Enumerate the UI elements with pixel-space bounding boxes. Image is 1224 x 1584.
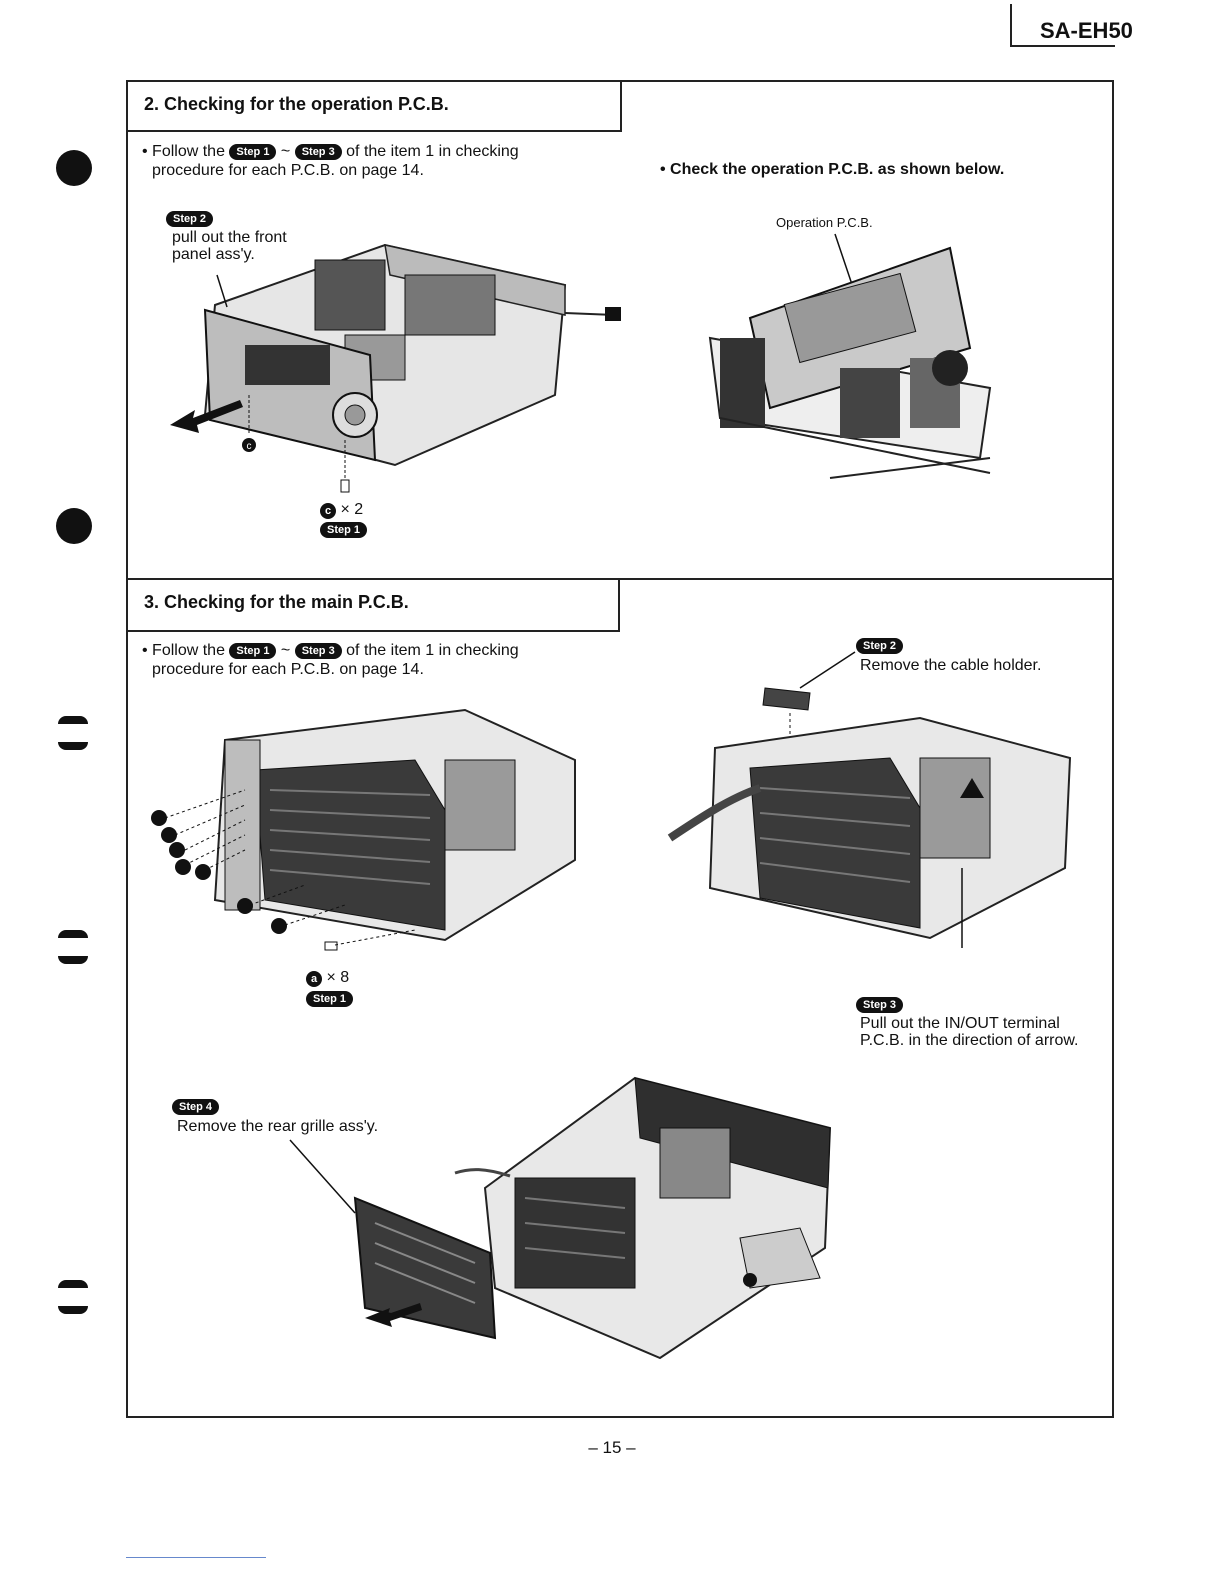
main-pcb-screws-illustration xyxy=(151,708,576,951)
step3-badge: Step 3 xyxy=(856,996,904,1013)
footer-rule xyxy=(126,1557,266,1558)
section2-step2-callout: Step 2 xyxy=(166,210,214,228)
follow-suffix: of the item 1 in checking xyxy=(346,642,519,659)
step1-badge: Step 1 xyxy=(229,642,277,659)
step3-text-line2: P.C.B. in the direction of arrow. xyxy=(860,1032,1079,1049)
binding-hole xyxy=(56,508,92,544)
binding-mark xyxy=(58,930,88,938)
tilde: ~ xyxy=(280,642,291,659)
section2-title: 2. Checking for the operation P.C.B. xyxy=(128,82,622,132)
screw-a-icon: a xyxy=(306,971,322,987)
step4-badge: Step 4 xyxy=(172,1098,220,1115)
tilde: ~ xyxy=(280,143,291,160)
step1-badge: Step 1 xyxy=(229,143,277,160)
front-panel-removal-illustration: c xyxy=(170,243,621,493)
follow-line2: procedure for each P.C.B. on page 14. xyxy=(152,162,424,179)
step3-text-line1: Pull out the IN/OUT terminal xyxy=(860,1015,1060,1032)
step2-badge: Step 2 xyxy=(166,210,214,227)
binding-mark xyxy=(58,1280,88,1288)
step3-badge: Step 3 xyxy=(294,143,342,160)
step2-text-line1: pull out the front xyxy=(172,229,287,246)
section3-step2-text: Remove the cable holder. xyxy=(860,657,1042,674)
operation-pcb-label: Operation P.C.B. xyxy=(776,215,873,230)
section2-step2-text: pull out the front panel ass'y. xyxy=(172,229,287,263)
section2-step1-callout: Step 1 xyxy=(320,521,368,539)
header-rule xyxy=(1010,45,1115,47)
model-number: SA-EH50 xyxy=(1040,18,1133,43)
follow-prefix: • Follow the xyxy=(142,642,225,659)
header-rule xyxy=(1010,4,1012,46)
section3-step3-callout: Step 3 xyxy=(856,996,904,1014)
operation-pcb-illustration xyxy=(708,233,992,479)
section3-step4-text: Remove the rear grille ass'y. xyxy=(177,1118,379,1135)
svg-text:c: c xyxy=(247,441,252,452)
step2-text-line2: panel ass'y. xyxy=(172,246,255,263)
section3-title: 3. Checking for the main P.C.B. xyxy=(128,580,620,632)
binding-mark xyxy=(58,742,88,750)
binding-mark xyxy=(58,1306,88,1314)
screw-count: × 2 xyxy=(340,501,364,518)
section3-step4-callout: Step 4 xyxy=(172,1098,220,1116)
screw-c-icon: c xyxy=(320,503,336,519)
cable-holder-illustration xyxy=(667,651,1072,948)
section3-step1-callout: Step 1 xyxy=(306,990,354,1008)
step3-badge: Step 3 xyxy=(294,642,342,659)
section2-instructions: • Follow the Step 1 ~ Step 3 of the item… xyxy=(142,142,602,180)
step1-badge: Step 1 xyxy=(320,521,368,538)
follow-line2: procedure for each P.C.B. on page 14. xyxy=(152,661,424,678)
page-number: – 15 – xyxy=(588,1438,636,1457)
section3-instructions: • Follow the Step 1 ~ Step 3 of the item… xyxy=(142,641,602,679)
step2-badge: Step 2 xyxy=(856,637,904,654)
section3-step3-text: Pull out the IN/OUT terminal P.C.B. in t… xyxy=(860,1015,1078,1049)
section2-screw-callout: c × 2 xyxy=(320,500,363,519)
content-frame xyxy=(126,80,1114,1418)
follow-prefix: • Follow the xyxy=(142,143,225,160)
binding-mark xyxy=(58,956,88,964)
rear-grille-illustration xyxy=(289,1076,832,1360)
follow-suffix: of the item 1 in checking xyxy=(346,143,519,160)
section3-screw-callout: a × 8 xyxy=(306,968,349,987)
screw-count: × 8 xyxy=(326,969,350,986)
binding-hole xyxy=(56,150,92,186)
section2-check-note: • Check the operation P.C.B. as shown be… xyxy=(660,161,1005,178)
binding-mark xyxy=(58,716,88,724)
section3-step2-callout: Step 2 xyxy=(856,637,904,655)
section-divider xyxy=(126,578,1114,580)
step1-badge: Step 1 xyxy=(306,990,354,1007)
